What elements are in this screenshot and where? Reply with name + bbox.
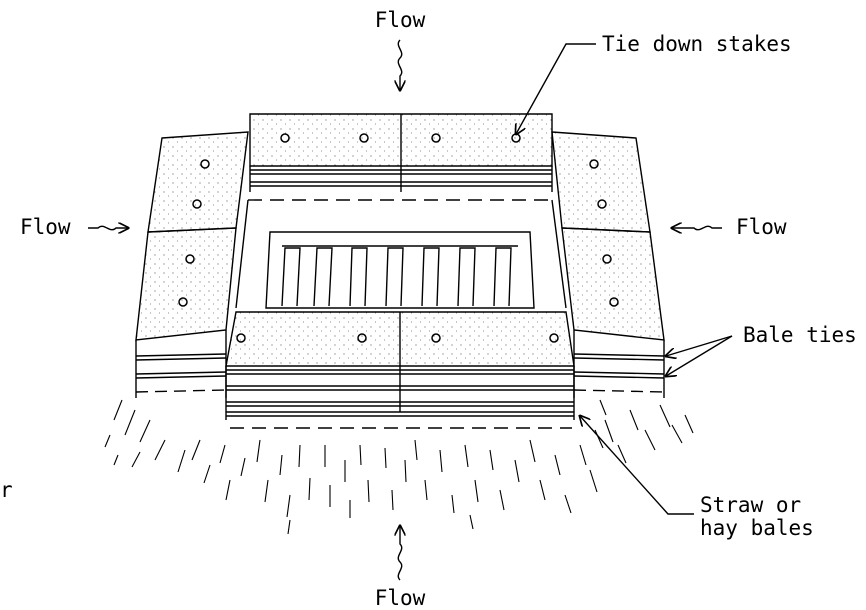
straw-label-line2: hay bales — [700, 516, 814, 540]
back-bale-row — [248, 113, 553, 201]
flow-label-bottom: Flow — [375, 586, 426, 610]
flow-label-right: Flow — [736, 215, 787, 239]
flow-arrow-right — [672, 226, 722, 229]
flow-label-left: Flow — [20, 215, 71, 239]
tie-down-label: Tie down stakes — [602, 32, 792, 56]
front-bale-row — [225, 311, 575, 429]
flow-arrow-left — [88, 226, 128, 229]
bale-ties-leader-2 — [666, 335, 733, 376]
flow-arrow-bottom — [398, 526, 401, 581]
tie-down-stakes — [178, 133, 619, 343]
ground-grass — [104, 399, 694, 535]
bale-ties-label: Bale ties — [743, 323, 857, 347]
tie-down-leader — [516, 43, 596, 134]
inlet-grate — [235, 199, 567, 309]
bale-ties-leader — [666, 335, 733, 356]
right-bale-stack — [551, 131, 665, 398]
straw-label-line1: Straw or — [700, 493, 801, 517]
flow-label-top: Flow — [375, 8, 426, 32]
straw-leader — [580, 416, 694, 515]
edge-text-fragment: r — [0, 478, 13, 502]
flow-arrow-top — [398, 39, 401, 90]
left-bale-stack — [135, 131, 249, 398]
